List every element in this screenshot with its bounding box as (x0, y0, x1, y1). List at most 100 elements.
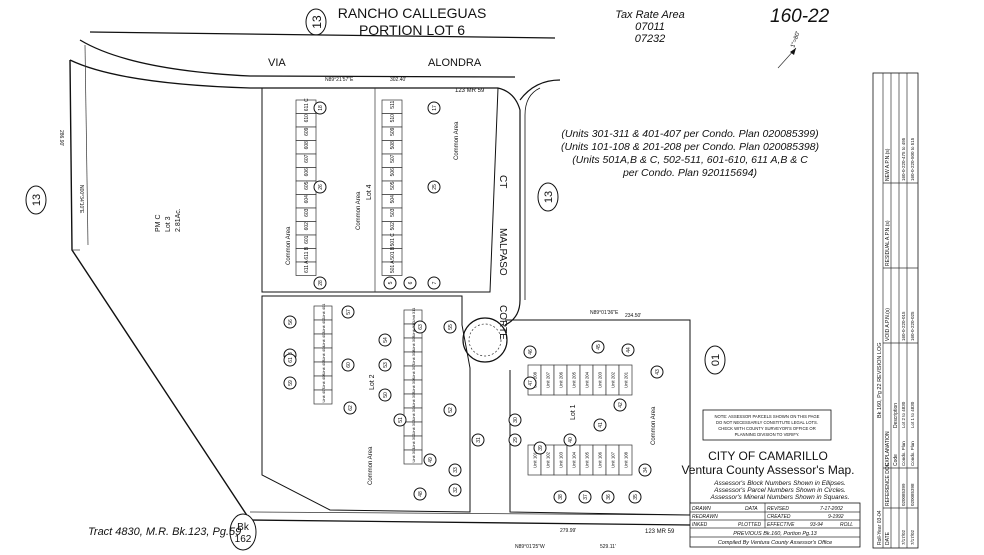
svg-text:DO NOT NECESSARILY CONSTITUTE: DO NOT NECESSARILY CONSTITUTE LEGAL LOTS… (716, 420, 818, 425)
scale-note: 1"=80' (790, 31, 801, 49)
tax-rate-code-2: 07232 (635, 33, 666, 45)
parcel-circle (638, 463, 652, 477)
common-area-lot4b: Common Area (356, 191, 362, 230)
parcel-number: 39 (538, 445, 544, 451)
parcel-number: 29 (513, 437, 519, 443)
legend-line-1: Assessor's Block Numbers Shown in Ellips… (713, 480, 846, 487)
parcel-circle (578, 490, 592, 504)
unit-label: Unit 304 (411, 405, 416, 421)
block-circle-west: 13 (25, 185, 47, 215)
parcel-circle (508, 413, 522, 427)
parcel-number: 59 (288, 380, 294, 386)
svg-text:Compiled By Ventura County Ass: Compiled By Ventura County Assessor's Of… (718, 540, 832, 546)
parcel-number: 30 (513, 417, 519, 423)
disclaimer-box: NOTE: ASSESSOR PARCELS SHOWN ON THIS PAG… (702, 409, 832, 441)
svg-text:REVISED: REVISED (767, 506, 789, 512)
parcel-circle (378, 358, 392, 372)
unit-label: Unit 310 (411, 321, 416, 337)
unit-label: Unit 306 (411, 377, 416, 393)
bearing-9: 123 MR 59 (645, 529, 675, 535)
parcel-number: 57 (346, 309, 352, 315)
unit-label: 506 (390, 168, 396, 177)
unit-label: Unit 102 (546, 451, 551, 468)
parcel-circle (613, 398, 627, 412)
tract-label: Tract 4830, M.R. Bk.123, Pg.59 (88, 526, 241, 538)
unit-label: 503 (390, 208, 396, 217)
parcel-circle (601, 490, 615, 504)
lot2-boundary (261, 295, 471, 513)
svg-text:13: 13 (543, 191, 555, 203)
svg-text:EFFECTIVE: EFFECTIVE (767, 522, 795, 528)
bearing-west: N00°34'10"E (78, 185, 84, 214)
malpaso-east-line (524, 87, 541, 300)
west-boundary (69, 59, 251, 521)
bearing-5: 234.50' (625, 313, 641, 319)
unit-label: 501 A (390, 260, 396, 273)
svg-text:160-0-220-500 to 515: 160-0-220-500 to 515 (910, 137, 915, 181)
parcel-number: 61 (288, 357, 294, 363)
unit-label: Unit 104 (572, 451, 577, 468)
street-via: VIA (268, 57, 286, 69)
parcel-circle (533, 441, 547, 455)
unit-label: 605 (304, 181, 310, 190)
unit-label: 507 (390, 154, 396, 163)
svg-text:01: 01 (710, 354, 722, 366)
parcel-number: 40 (568, 437, 574, 443)
unit-box (618, 444, 633, 476)
unit-box (403, 449, 423, 465)
unit-label: Unit 406 (321, 373, 326, 389)
svg-text:per Condo. Plan 920115694): per Condo. Plan 920115694) (622, 167, 757, 179)
unit-label: Unit 106 (598, 451, 603, 468)
svg-text:PLOTTED: PLOTTED (738, 522, 761, 528)
parcel-number: 50 (383, 392, 389, 398)
unit-label: 611 C (304, 98, 310, 111)
svg-text:Lot 2 to 4830: Lot 2 to 4830 (901, 401, 906, 428)
svg-text:CHECK WITH COUNTY SURVEYOR'S O: CHECK WITH COUNTY SURVEYOR'S OFFICE OR (718, 426, 815, 431)
unit-label: 611 A (304, 260, 310, 273)
parcel-number: 48 (418, 491, 424, 497)
parcel-number: 7 (432, 281, 438, 284)
parcel-number: 26 (318, 184, 324, 190)
unit-label: 501 C (390, 233, 396, 247)
book-label: Bk 162 (229, 513, 257, 551)
parcel-circle (403, 276, 417, 290)
info-table: DRAWN DATA REVISED 7-17-2002 REDRAWN CRE… (689, 502, 861, 548)
bearing-4: N89°01'36"E (590, 310, 619, 316)
bearing-6: N89°01'25"W (515, 544, 545, 550)
unit-label: 508 (390, 141, 396, 150)
legend-line-2: Assessor's Parcel Numbers Shown in Circl… (713, 487, 846, 494)
svg-text:7/17/02: 7/17/02 (910, 529, 915, 545)
parcel-number: 5 (388, 281, 394, 284)
revision-log-title: Bk 160, Pg 22 REVISION LOG (877, 342, 883, 418)
street-alondra: ALONDRA (428, 57, 482, 69)
parcel-number: 34 (643, 467, 649, 473)
lot-3-label: Lot 3 (165, 216, 172, 232)
bearing-8: 529.11' (600, 544, 616, 550)
svg-text:(Units 101-108 & 201-208 per C: (Units 101-108 & 201-208 per Condo. Plan… (561, 141, 819, 153)
parcel-number: 49 (428, 457, 434, 463)
roll-year: Roll-Year 03-04 (877, 510, 883, 545)
parcel-circle (553, 490, 567, 504)
unit-label: 604 (304, 195, 310, 204)
unit-label: 606 (304, 168, 310, 177)
cul-de-sac (462, 317, 508, 363)
bearing-1: N89°21'57"E (325, 77, 354, 83)
svg-text:286.90': 286.90' (58, 130, 64, 146)
unit-label: Unit 309 (411, 335, 416, 351)
svg-text:REFERENCE DOC: REFERENCE DOC (885, 462, 891, 506)
city-title: CITY OF CAMARILLO (708, 449, 828, 463)
parcel-number: 52 (448, 407, 454, 413)
rancho-title-1: RANCHO CALLEGUAS (338, 5, 487, 21)
unit-label: Unit 105 (585, 451, 590, 468)
parcel-circle (448, 483, 462, 497)
svg-text:PLANNING DIVISION TO VERIFY.: PLANNING DIVISION TO VERIFY. (735, 432, 800, 437)
parcel-circle (393, 413, 407, 427)
unit-label: Unit 404 (321, 345, 326, 361)
unit-label: Unit 203 (598, 371, 603, 388)
parcel-circle (413, 487, 427, 501)
svg-text:Code: Code (893, 454, 899, 466)
svg-text:Description: Description (893, 403, 899, 428)
parcel-number: 54 (383, 337, 389, 343)
